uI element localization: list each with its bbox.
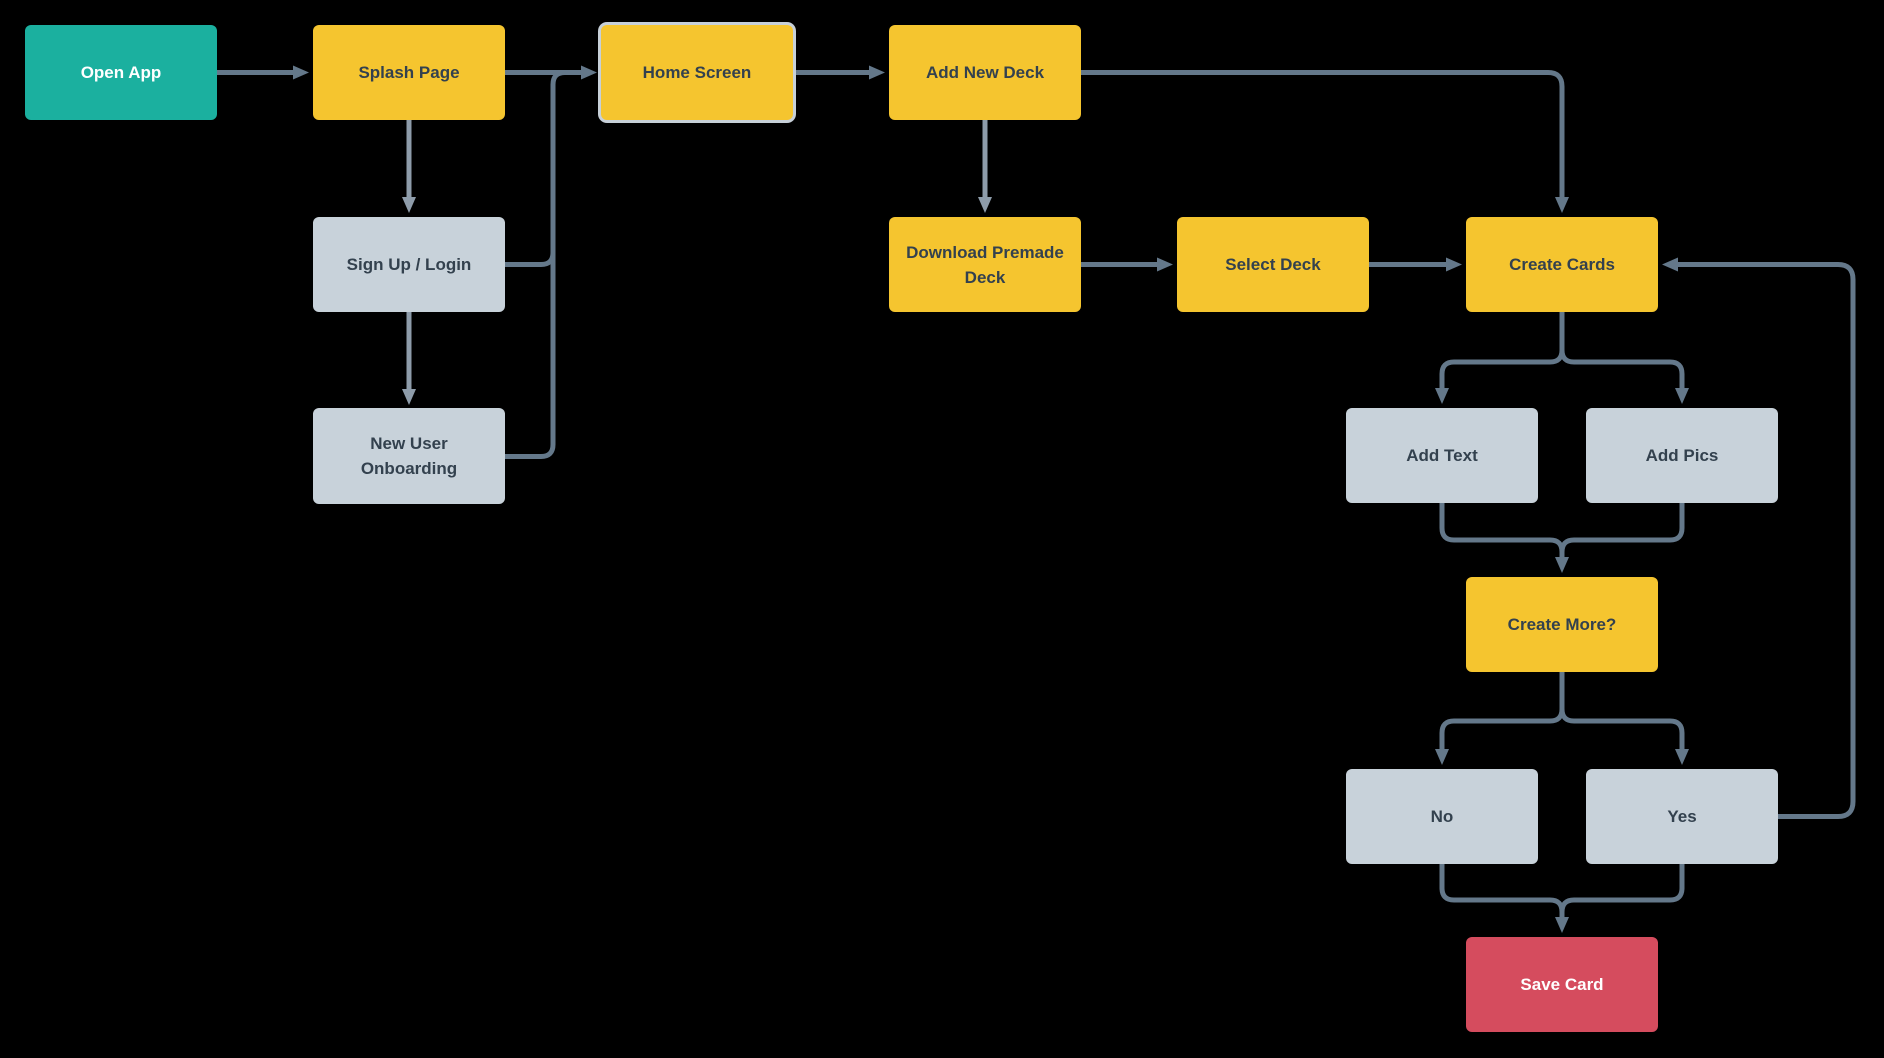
node-label: Save Card <box>1520 975 1604 994</box>
node-label: No <box>1430 807 1454 826</box>
node-label: Open App <box>80 63 162 82</box>
edge-add-pics-to-create-more <box>1559 503 1685 557</box>
edge-add-new-deck-to-create-cards <box>1081 70 1569 213</box>
node-add-pics[interactable]: Add Pics <box>1586 408 1778 503</box>
node-label: Add Text <box>1406 446 1478 465</box>
node-label: New User Onboarding <box>360 434 458 478</box>
node-download-premade-deck[interactable]: Download Premade Deck <box>889 217 1081 312</box>
node-label: Splash Page <box>358 63 460 82</box>
node-select-deck[interactable]: Select Deck <box>1177 217 1369 312</box>
node-label: Home Screen <box>642 63 752 82</box>
edge-create-cards-to-add-pics <box>1559 312 1689 404</box>
edge-create-cards-to-add-text <box>1435 312 1565 404</box>
node-add-new-deck[interactable]: Add New Deck <box>889 25 1081 120</box>
edge-yes-to-create-cards-loop <box>1662 257 1856 819</box>
node-open-app[interactable]: Open App <box>25 25 217 120</box>
node-splash-page[interactable]: Splash Page <box>313 25 505 120</box>
node-add-text[interactable]: Add Text <box>1346 408 1538 503</box>
node-no[interactable]: No <box>1346 769 1538 864</box>
edge-no-to-save-card <box>1439 864 1569 933</box>
node-label: Download Premade Deck <box>906 242 1064 287</box>
node-label: Sign Up / Login <box>346 255 472 274</box>
node-yes[interactable]: Yes <box>1586 769 1778 864</box>
node-label: Create Cards <box>1509 255 1615 274</box>
edge-create-more-to-no <box>1435 672 1565 765</box>
edge-new-user-onboarding-to-home-screen <box>505 70 578 459</box>
node-label: Yes <box>1667 807 1697 826</box>
node-home-screen[interactable]: Home Screen <box>601 25 793 120</box>
node-label: Create More? <box>1507 615 1617 634</box>
node-label: Select Deck <box>1225 255 1321 274</box>
node-sign-up-login[interactable]: Sign Up / Login <box>313 217 505 312</box>
edge-sign-up-login-to-home-screen <box>505 252 556 267</box>
node-create-more[interactable]: Create More? <box>1466 577 1658 672</box>
node-label: Add New Deck <box>925 63 1045 82</box>
node-new-user-onboarding[interactable]: New User Onboarding <box>313 408 505 504</box>
edge-create-more-to-yes <box>1559 672 1689 765</box>
edge-add-text-to-create-more <box>1439 503 1569 573</box>
node-create-cards[interactable]: Create Cards <box>1466 217 1658 312</box>
edge-yes-to-save-card <box>1559 864 1685 917</box>
node-label: Add Pics <box>1645 446 1719 465</box>
node-save-card[interactable]: Save Card <box>1466 937 1658 1032</box>
